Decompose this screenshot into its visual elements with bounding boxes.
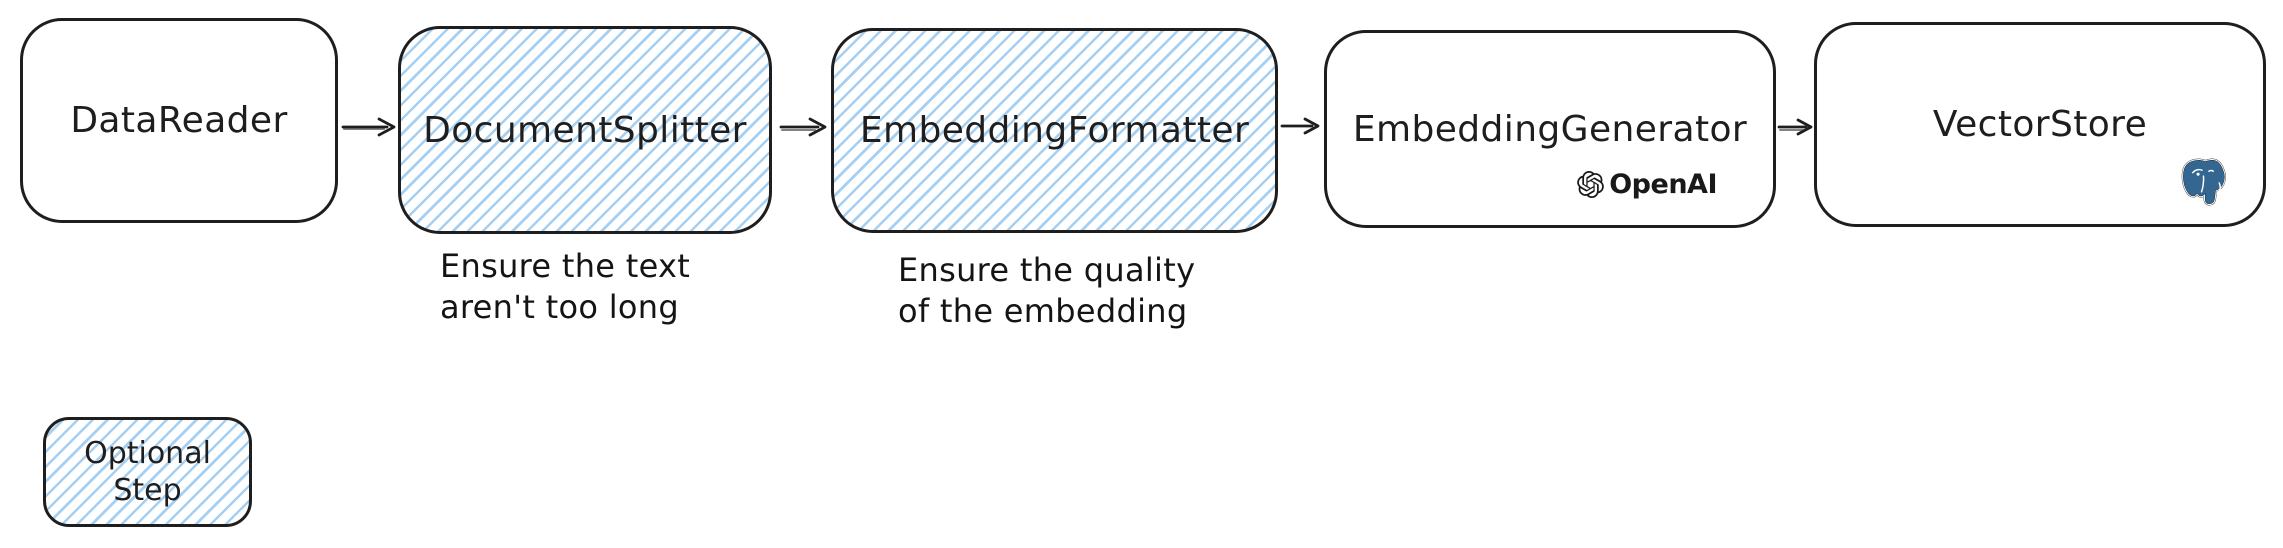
openai-icon <box>1577 171 1605 198</box>
flow-arrow-2 <box>779 113 829 145</box>
annotation-text-length: Ensure the text aren't too long <box>440 246 690 328</box>
node-label: EmbeddingFormatter <box>859 110 1250 151</box>
arrow-right-icon <box>1280 117 1320 135</box>
annotation-line: aren't too long <box>440 288 679 326</box>
annotation-line: of the embedding <box>898 292 1188 330</box>
arrow-right-icon <box>1777 118 1813 136</box>
annotation-line: Ensure the quality <box>898 251 1196 289</box>
node-label: DataReader <box>70 100 288 141</box>
arrow-right-icon <box>779 117 827 137</box>
annotation-line: Ensure the text <box>440 247 691 285</box>
openai-badge: OpenAI <box>1577 169 1717 200</box>
arrow-right-icon <box>341 117 396 137</box>
flow-arrow-4 <box>1777 113 1815 145</box>
openai-label: OpenAI <box>1609 169 1717 200</box>
legend-line: Optional <box>84 436 211 471</box>
node-label: DocumentSplitter <box>423 109 747 151</box>
node-embedding-formatter: EmbeddingFormatter <box>831 28 1278 233</box>
postgresql-icon <box>2181 158 2226 206</box>
legend-line: Step <box>113 473 182 508</box>
node-document-splitter: DocumentSplitter <box>398 26 772 234</box>
node-label: EmbeddingGenerator <box>1352 108 1748 150</box>
flow-arrow-1 <box>341 113 399 145</box>
flow-arrow-3 <box>1280 112 1322 144</box>
node-data-reader: DataReader <box>20 18 338 223</box>
legend-optional-step: Optional Step <box>43 417 252 527</box>
node-vector-store: VectorStore <box>1814 22 2266 227</box>
annotation-embedding-quality: Ensure the quality of the embedding <box>898 250 1195 332</box>
node-embedding-generator: EmbeddingGenerator OpenAI <box>1324 30 1776 228</box>
node-label: VectorStore <box>1932 104 2148 145</box>
